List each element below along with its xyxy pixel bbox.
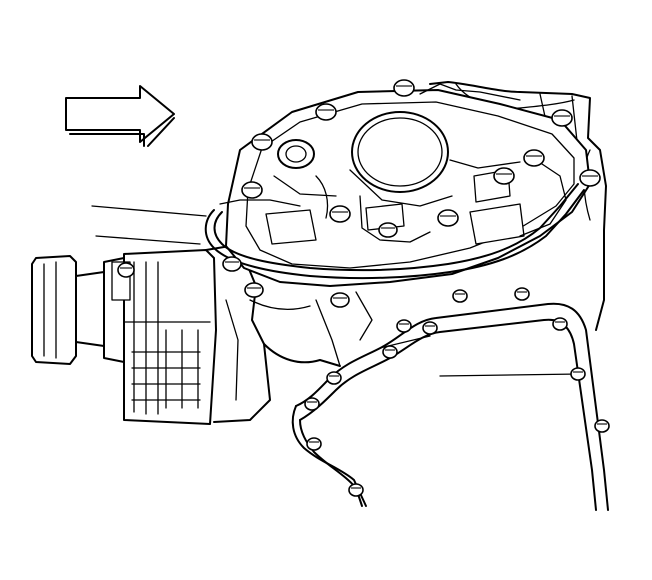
extension-housing [111,249,217,425]
bolt-27 [117,262,135,278]
oil-pan [291,302,609,511]
bolt-8 [493,167,515,185]
bolt-25 [570,367,586,381]
bolt-15 [452,289,468,303]
valve-body-cover [225,83,591,287]
bolt-17 [552,317,568,331]
bolt-23 [306,437,322,451]
wiring-harness [204,183,585,280]
bolt-11 [378,222,398,238]
output-flange [31,255,125,365]
bolt-2 [315,103,337,121]
bolts [117,79,610,497]
bolt-26 [594,419,610,433]
bolt-22 [304,397,320,411]
bolt-5 [551,109,573,127]
bolt-9 [437,209,459,227]
bolt-4 [241,181,263,199]
bolt-13 [244,282,264,298]
bolt-14 [330,292,350,308]
bolt-10 [329,205,351,223]
bolt-1 [393,79,415,97]
bolt-24 [348,483,364,497]
driveline [91,205,207,245]
bolt-6 [523,149,545,167]
bolt-16 [514,287,530,301]
bolt-18 [396,319,412,333]
bolt-20 [382,345,398,359]
bolt-3 [251,133,273,151]
bolt-7 [579,169,601,187]
direction-arrow-icon [65,85,175,147]
bolt-19 [422,321,438,335]
bolt-12 [222,256,242,272]
bolt-21 [326,371,342,385]
